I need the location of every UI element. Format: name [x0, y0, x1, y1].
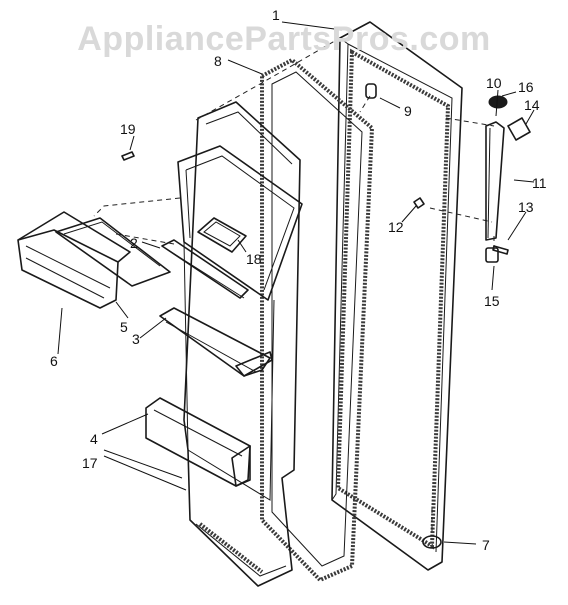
callout-17: 17 [82, 455, 98, 471]
callout-14: 14 [524, 97, 540, 113]
callout-6: 6 [50, 353, 58, 369]
callout-11: 11 [532, 175, 547, 191]
callout-15: 15 [484, 293, 500, 309]
callout-13: 13 [518, 199, 534, 215]
dispenser-housing [177, 145, 303, 501]
callout-10: 10 [486, 75, 502, 91]
hardware [121, 83, 509, 549]
bin-6 [17, 211, 131, 309]
callout-9: 9 [404, 103, 412, 119]
callout-19: 19 [120, 121, 136, 137]
callout-18: 18 [246, 251, 262, 267]
callout-7: 7 [482, 537, 490, 553]
shelf-3 [159, 307, 273, 377]
callout-3: 3 [132, 331, 140, 347]
inner-door-liner [183, 101, 301, 587]
callout-1: 1 [272, 7, 280, 23]
callout-5: 5 [120, 319, 128, 335]
leader-lines [57, 21, 535, 545]
callout-16: 16 [518, 79, 534, 95]
outer-door-panel [331, 21, 463, 571]
callout-labels: 1 8 9 10 16 14 19 11 13 12 2 18 15 5 6 3… [50, 7, 547, 553]
callout-2: 2 [130, 235, 138, 251]
shelf-2 [161, 239, 249, 299]
callout-8: 8 [214, 53, 222, 69]
watermark: AppliancePartsPros.com [77, 20, 491, 58]
hinge-bracket [485, 117, 531, 241]
bin-4 [145, 397, 251, 487]
callout-4: 4 [90, 431, 98, 447]
door-gasket [260, 57, 375, 583]
panel-5 [55, 217, 171, 287]
callout-12: 12 [388, 219, 404, 235]
